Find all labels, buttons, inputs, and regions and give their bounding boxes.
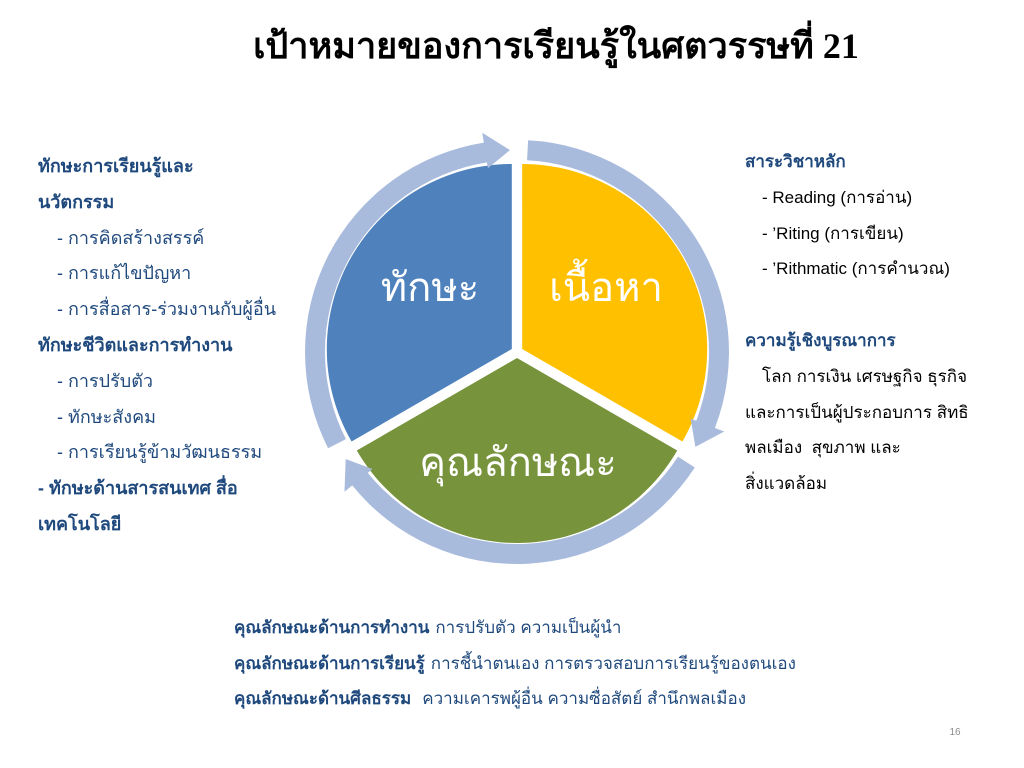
list-item: - ทักษะสังคม bbox=[57, 406, 156, 427]
paragraph-line: โลก การเงิน เศรษฐกิจ ธุรกิจ bbox=[762, 366, 968, 386]
list-item: - การแก้ไขปัญหา bbox=[57, 263, 192, 284]
group-heading: ทักษะการเรียนรู้และ bbox=[38, 156, 194, 176]
interdisciplinary-themes: ความรู้เชิงบูรณาการ โลก การเงิน เศรษฐกิจ… bbox=[745, 323, 1015, 502]
spacer bbox=[745, 287, 1015, 323]
group-heading: ทักษะชีวิตและการทำงาน bbox=[38, 334, 233, 355]
slide-title: เป้าหมายของการเรียนรู้ในศตวรรษที่ 21 bbox=[253, 26, 859, 66]
group-heading: สาระวิชาหลัก bbox=[745, 152, 846, 171]
list-item: - ’Riting (การเขียน) bbox=[762, 223, 904, 243]
cycle-arrow-left bbox=[305, 132, 510, 449]
attribute-row: คุณลักษณะด้านการทำงาน การปรับตัว ความเป็น… bbox=[234, 610, 974, 646]
list-item: - ’Rithmatic (การคำนวณ) bbox=[762, 259, 950, 279]
attribute-text: ความเคารพผู้อื่น ความซื่อสัตย์ สำนึกพลเม… bbox=[422, 689, 746, 709]
attribute-label: คุณลักษณะด้านการทำงาน bbox=[234, 618, 430, 637]
segment-skills bbox=[326, 164, 512, 442]
attribute-label: คุณลักษณะด้านการเรียนรู้ bbox=[234, 653, 425, 673]
attribute-label: คุณลักษณะด้านศีลธรรม bbox=[234, 689, 412, 709]
skills-panel: ทักษะการเรียนรู้และ นวัตกรรม - การคิดสร้… bbox=[38, 149, 300, 543]
list-item: - Reading (การอ่าน) bbox=[762, 187, 913, 207]
content-panel: สาระวิชาหลัก - Reading (การอ่าน) - ’Riti… bbox=[745, 144, 1015, 502]
attribute-row: คุณลักษณะด้านการเรียนรู้การชี้นำตนเอง กา… bbox=[234, 646, 974, 682]
segment-label-skills: ทักษะ bbox=[381, 266, 479, 310]
list-item: - การสื่อสาร-ร่วมงานกับผู้อื่น bbox=[57, 299, 277, 320]
paragraph-line: พลเมือง สุขภาพ และ bbox=[745, 438, 901, 458]
segment-attributes bbox=[356, 358, 678, 543]
skills-group-life-career: ทักษะชีวิตและการทำงาน - การปรับตัว - ทัก… bbox=[38, 328, 300, 471]
paragraph-line: สิ่งแวดล้อม bbox=[745, 474, 828, 494]
list-item: - การปรับตัว bbox=[57, 370, 153, 391]
cycle-ring bbox=[305, 132, 729, 564]
skills-group-learning-innovation: ทักษะการเรียนรู้และ นวัตกรรม - การคิดสร้… bbox=[38, 149, 300, 328]
attribute-text: การปรับตัว ความเป็นผู้นำ bbox=[435, 618, 622, 637]
segment-content bbox=[522, 164, 708, 442]
group-heading: - ทักษะด้านสารสนเทศ สื่อ bbox=[38, 478, 238, 499]
attribute-text: การชี้นำตนเอง การตรวจสอบการเรียนรู้ของตน… bbox=[430, 653, 796, 673]
cycle-arrow-bottom bbox=[344, 456, 695, 564]
cycle-arrow-right bbox=[527, 140, 729, 447]
list-item: - การเรียนรู้ข้ามวัฒนธรรม bbox=[57, 442, 263, 463]
group-heading: ความรู้เชิงบูรณาการ bbox=[745, 330, 896, 350]
attribute-row: คุณลักษณะด้านศีลธรรม ความเคารพผู้อื่น ควา… bbox=[234, 681, 974, 717]
list-item: - การคิดสร้างสรรค์ bbox=[57, 227, 205, 248]
page-number: 16 bbox=[949, 727, 961, 738]
paragraph-line: และการเป็นผู้ประกอบการ สิทธิ bbox=[745, 402, 969, 422]
segment-label-attributes: คุณลักษณะ bbox=[419, 441, 617, 487]
attributes-panel: คุณลักษณะด้านการทำงาน การปรับตัว ความเป็น… bbox=[234, 610, 974, 717]
pie-segments bbox=[326, 164, 708, 543]
core-subjects: สาระวิชาหลัก - Reading (การอ่าน) - ’Riti… bbox=[745, 144, 1015, 287]
segment-label-content: เนื้อหา bbox=[549, 258, 663, 310]
group-heading: เทคโนโลยี bbox=[38, 513, 122, 534]
group-heading: นวัตกรรม bbox=[38, 191, 115, 212]
skills-group-information-media: - ทักษะด้านสารสนเทศ สื่อ เทคโนโลยี bbox=[38, 471, 300, 543]
